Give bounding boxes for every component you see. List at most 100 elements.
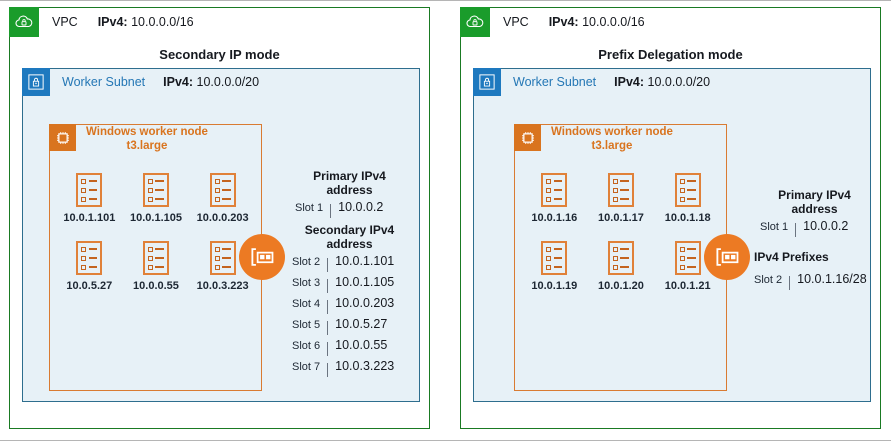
pod-icon (674, 241, 701, 275)
pod-icon (142, 173, 169, 207)
pod-icon (541, 241, 568, 275)
pod-icon (142, 241, 169, 275)
subnet-cidr-value: 10.0.0.0/20 (196, 75, 260, 89)
subnet-cidr-value: 10.0.0.0/20 (647, 75, 711, 89)
slot-group-heading-line2: address (326, 237, 373, 251)
pod-ip-label: 10.0.1.20 (598, 280, 644, 292)
slot-value: 10.0.0.203 (335, 296, 395, 310)
cpu-chip-icon (514, 124, 541, 151)
subnet-header: Worker Subnet IPv4: 10.0.0.0/20 (473, 68, 710, 96)
vpc-cidr: IPv4: 10.0.0.0/16 (98, 15, 194, 29)
slot-table: Primary IPv4 address Slot 1 10.0.0.2 IPv… (752, 188, 877, 293)
slot-group-heading-line1: Secondary IPv4 (304, 223, 395, 237)
pod-icon (607, 173, 634, 207)
vpc-cidr-key: IPv4: (97, 15, 128, 29)
network-interface-icon (239, 234, 285, 280)
slot-value: 10.0.1.105 (335, 275, 395, 289)
pod-item: 10.0.1.101 (63, 173, 115, 224)
slot-row: Slot 5 10.0.5.27 (287, 317, 412, 338)
slot-row: Slot 1 10.0.0.2 (287, 200, 412, 221)
vpc-cloud-icon (9, 7, 39, 37)
vpc-cidr-value: 10.0.0.0/16 (131, 15, 194, 29)
subnet-lock-icon (473, 68, 501, 96)
subnet-cidr: IPv4: 10.0.0.0/20 (614, 75, 710, 89)
slot-group-heading-line1: Primary IPv4 (778, 188, 851, 202)
slot-key: Slot 5 (292, 319, 321, 331)
vpc-label: VPC (503, 15, 529, 29)
pod-item: 10.0.1.20 (598, 241, 644, 292)
slot-divider (330, 203, 332, 218)
pod-item: 10.0.1.21 (665, 241, 711, 292)
worker-node-title-line2: t3.large (126, 140, 168, 152)
worker-node-title-line2: t3.large (591, 140, 633, 152)
slot-key: Slot 1 (760, 221, 789, 233)
vpc-header: VPC IPv4: 10.0.0.0/16 (460, 7, 645, 37)
slot-key: Slot 6 (292, 340, 321, 352)
slot-divider (327, 320, 329, 335)
pod-ip-label: 10.0.0.203 (196, 212, 249, 224)
pod-ip-label: 10.0.1.16 (531, 212, 578, 224)
cpu-chip-icon (49, 124, 76, 151)
pod-ip-label: 10.0.1.105 (129, 212, 182, 224)
pod-ip-label: 10.0.1.18 (664, 212, 711, 224)
worker-node-header: Windows worker node t3.large (49, 124, 208, 153)
pod-icon (607, 241, 634, 275)
pod-ip-label: 10.0.1.101 (63, 212, 116, 224)
slot-row: Slot 1 10.0.0.2 (752, 219, 877, 240)
vpc-cloud-icon (460, 7, 490, 37)
pod-item: 10.0.0.203 (197, 173, 249, 224)
pod-icon (209, 241, 236, 275)
slot-value: 10.0.0.2 (338, 200, 384, 214)
slot-row: Slot 2 10.0.1.101 (287, 254, 412, 275)
vpc-box-prefix-delegation: VPC IPv4: 10.0.0.0/16 Prefix Delegation … (460, 7, 881, 429)
subnet-label: Worker Subnet (62, 75, 146, 89)
slot-value: 10.0.1.101 (335, 254, 395, 268)
slot-divider (789, 275, 791, 290)
slot-table: Primary IPv4 address Slot 1 10.0.0.2 Sec… (287, 169, 412, 380)
slot-row: Slot 7 10.0.3.223 (287, 359, 412, 380)
slot-divider (327, 257, 329, 272)
pod-grid: 10.0.1.101 10.0.1.105 (56, 173, 256, 292)
vpc-cidr-value: 10.0.0.0/16 (582, 15, 645, 29)
slot-divider (327, 362, 329, 377)
pod-ip-label: 10.0.1.21 (664, 280, 711, 292)
slot-key: Slot 4 (292, 298, 321, 310)
subnet-cidr-key: IPv4: (614, 75, 645, 89)
mode-title-prefix-delegation: Prefix Delegation mode (598, 47, 743, 62)
network-interface-icon (704, 234, 750, 280)
slot-value: 10.0.0.55 (335, 338, 388, 352)
subnet-header: Worker Subnet IPv4: 10.0.0.0/20 (22, 68, 259, 96)
slot-value: 10.0.3.223 (335, 359, 395, 373)
pod-icon (674, 173, 701, 207)
slot-group-heading: IPv4 Prefixes (752, 250, 877, 264)
slot-key: Slot 2 (754, 274, 783, 286)
pod-item: 10.0.1.105 (130, 173, 182, 224)
subnet-lock-icon (22, 68, 50, 96)
vpc-box-secondary-ip: VPC IPv4: 10.0.0.0/16 Secondary IP mode … (9, 7, 430, 429)
subnet-label: Worker Subnet (513, 75, 597, 89)
vpc-header: VPC IPv4: 10.0.0.0/16 (9, 7, 194, 37)
subnet-cidr: IPv4: 10.0.0.0/20 (163, 75, 259, 89)
pod-icon (541, 173, 568, 207)
pod-icon (209, 173, 236, 207)
slot-row: Slot 4 10.0.0.203 (287, 296, 412, 317)
slot-row: Slot 2 10.0.1.16/28 (752, 272, 877, 293)
pod-ip-label: 10.0.0.55 (133, 280, 179, 292)
subnet-box-worker: Worker Subnet IPv4: 10.0.0.0/20 (473, 68, 871, 402)
vpc-cidr-key: IPv4: (548, 15, 579, 29)
pod-item: 10.0.0.55 (133, 241, 179, 292)
slot-group-heading-line1: IPv4 Prefixes (754, 250, 829, 264)
pod-ip-label: 10.0.3.223 (196, 280, 249, 292)
slot-row: Slot 6 10.0.0.55 (287, 338, 412, 359)
slot-divider (327, 299, 329, 314)
worker-node-box: Windows worker node t3.large 10.0.1.101 (49, 124, 262, 391)
pod-grid: 10.0.1.16 10.0.1.17 (521, 173, 721, 292)
slot-divider (795, 222, 797, 237)
mode-title-secondary-ip: Secondary IP mode (159, 47, 280, 62)
vpc-label: VPC (52, 15, 78, 29)
pod-icon (76, 241, 103, 275)
worker-node-title-line1: Windows worker node (86, 126, 208, 138)
